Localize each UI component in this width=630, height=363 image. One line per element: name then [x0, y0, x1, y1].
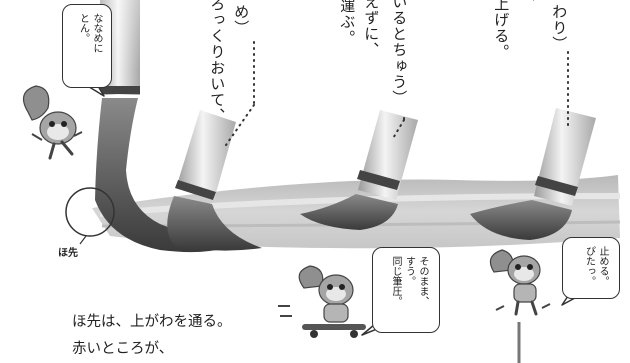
- vertical-text-column: いるとちゅう）: [390, 0, 409, 106]
- speech-bubble: ななめに とん。: [62, 4, 112, 88]
- vertical-text-column: 、: [518, 0, 537, 12]
- tip-circle: [65, 187, 115, 237]
- speech-bubble: 止める。 ぴたっ。: [562, 237, 620, 299]
- bubble-text: 止める。 ぴたっ。: [583, 246, 609, 286]
- vertical-text-column: め）: [232, 4, 251, 36]
- speech-bubble: そのまま、 すう。 同じ筆圧。: [372, 247, 440, 333]
- vertical-text-column: 運ぶ。: [338, 0, 357, 46]
- body-text-line: ほ先は、上がわを通る。: [72, 314, 232, 330]
- vertical-text-column: ろっくりおいて、: [208, 0, 227, 124]
- vertical-text-column: えずに、: [362, 0, 381, 58]
- squirrel-character-icon: [489, 249, 551, 316]
- brush-icon: [167, 110, 262, 251]
- brush-icon: [470, 108, 596, 240]
- dotted-guides: [225, 41, 569, 146]
- brush-icon: [300, 110, 418, 230]
- squirrel-character-icon: [22, 85, 83, 160]
- vertical-text-column: わり）: [550, 4, 569, 52]
- squirrel-character-icon: [278, 265, 366, 338]
- tip-label: ほ先: [58, 248, 78, 259]
- bubble-text: そのまま、 すう。 同じ筆圧。: [390, 256, 428, 306]
- bubble-text: ななめに とん。: [77, 13, 103, 53]
- body-text-line: 赤いところが、: [72, 341, 174, 357]
- vertical-text-column: 上げる。: [492, 0, 511, 60]
